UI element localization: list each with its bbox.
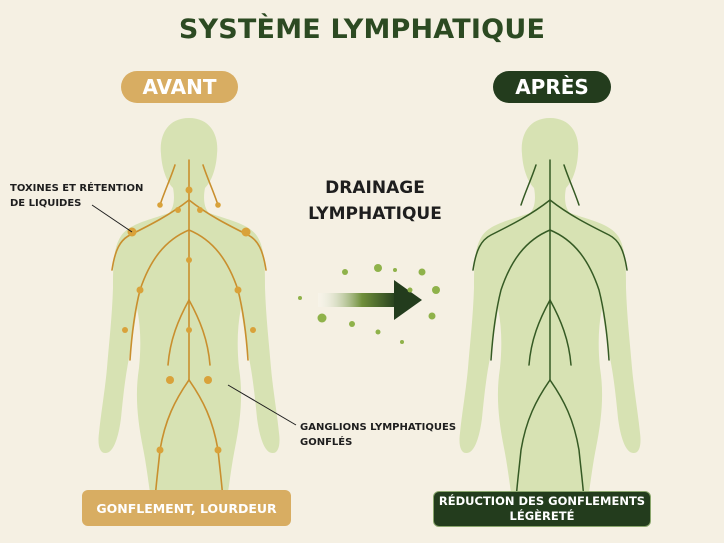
after-caption-line2: LÉGÈRETÉ xyxy=(509,509,575,523)
before-caption-text: GONFLEMENT, LOURDEUR xyxy=(96,500,277,516)
after-caption-line1: RÉDUCTION DES GONFLEMENTS xyxy=(438,494,646,508)
after-lymph-vessels xyxy=(472,159,628,501)
after-label: APRÈS xyxy=(493,71,611,103)
drainage-particles xyxy=(298,264,440,344)
after-caption: RÉDUCTION DES GONFLEMENTS LÉGÈRETÉ xyxy=(433,491,651,527)
drainage-title-line1: DRAINAGE xyxy=(325,178,425,198)
drainage-title: DRAINAGE LYMPHATIQUE xyxy=(290,175,460,227)
before-caption: GONFLEMENT, LOURDEUR xyxy=(82,490,291,526)
nodes-callout: GANGLIONS LYMPHATIQUES GONFLÉS xyxy=(300,422,457,448)
before-callout-lines xyxy=(91,204,297,426)
toxins-callout: TOXINES ET RÉTENTION DE LIQUIDES xyxy=(10,183,144,209)
after-label-text: APRÈS xyxy=(515,75,589,99)
drainage-arrow xyxy=(318,280,422,320)
before-label-text: AVANT xyxy=(142,75,217,99)
drainage-title-line2: LYMPHATIQUE xyxy=(308,204,442,224)
page-title: SYSTÈME LYMPHATIQUE xyxy=(178,14,546,45)
arrow-right-icon xyxy=(394,280,422,320)
before-label: AVANT xyxy=(121,71,238,103)
